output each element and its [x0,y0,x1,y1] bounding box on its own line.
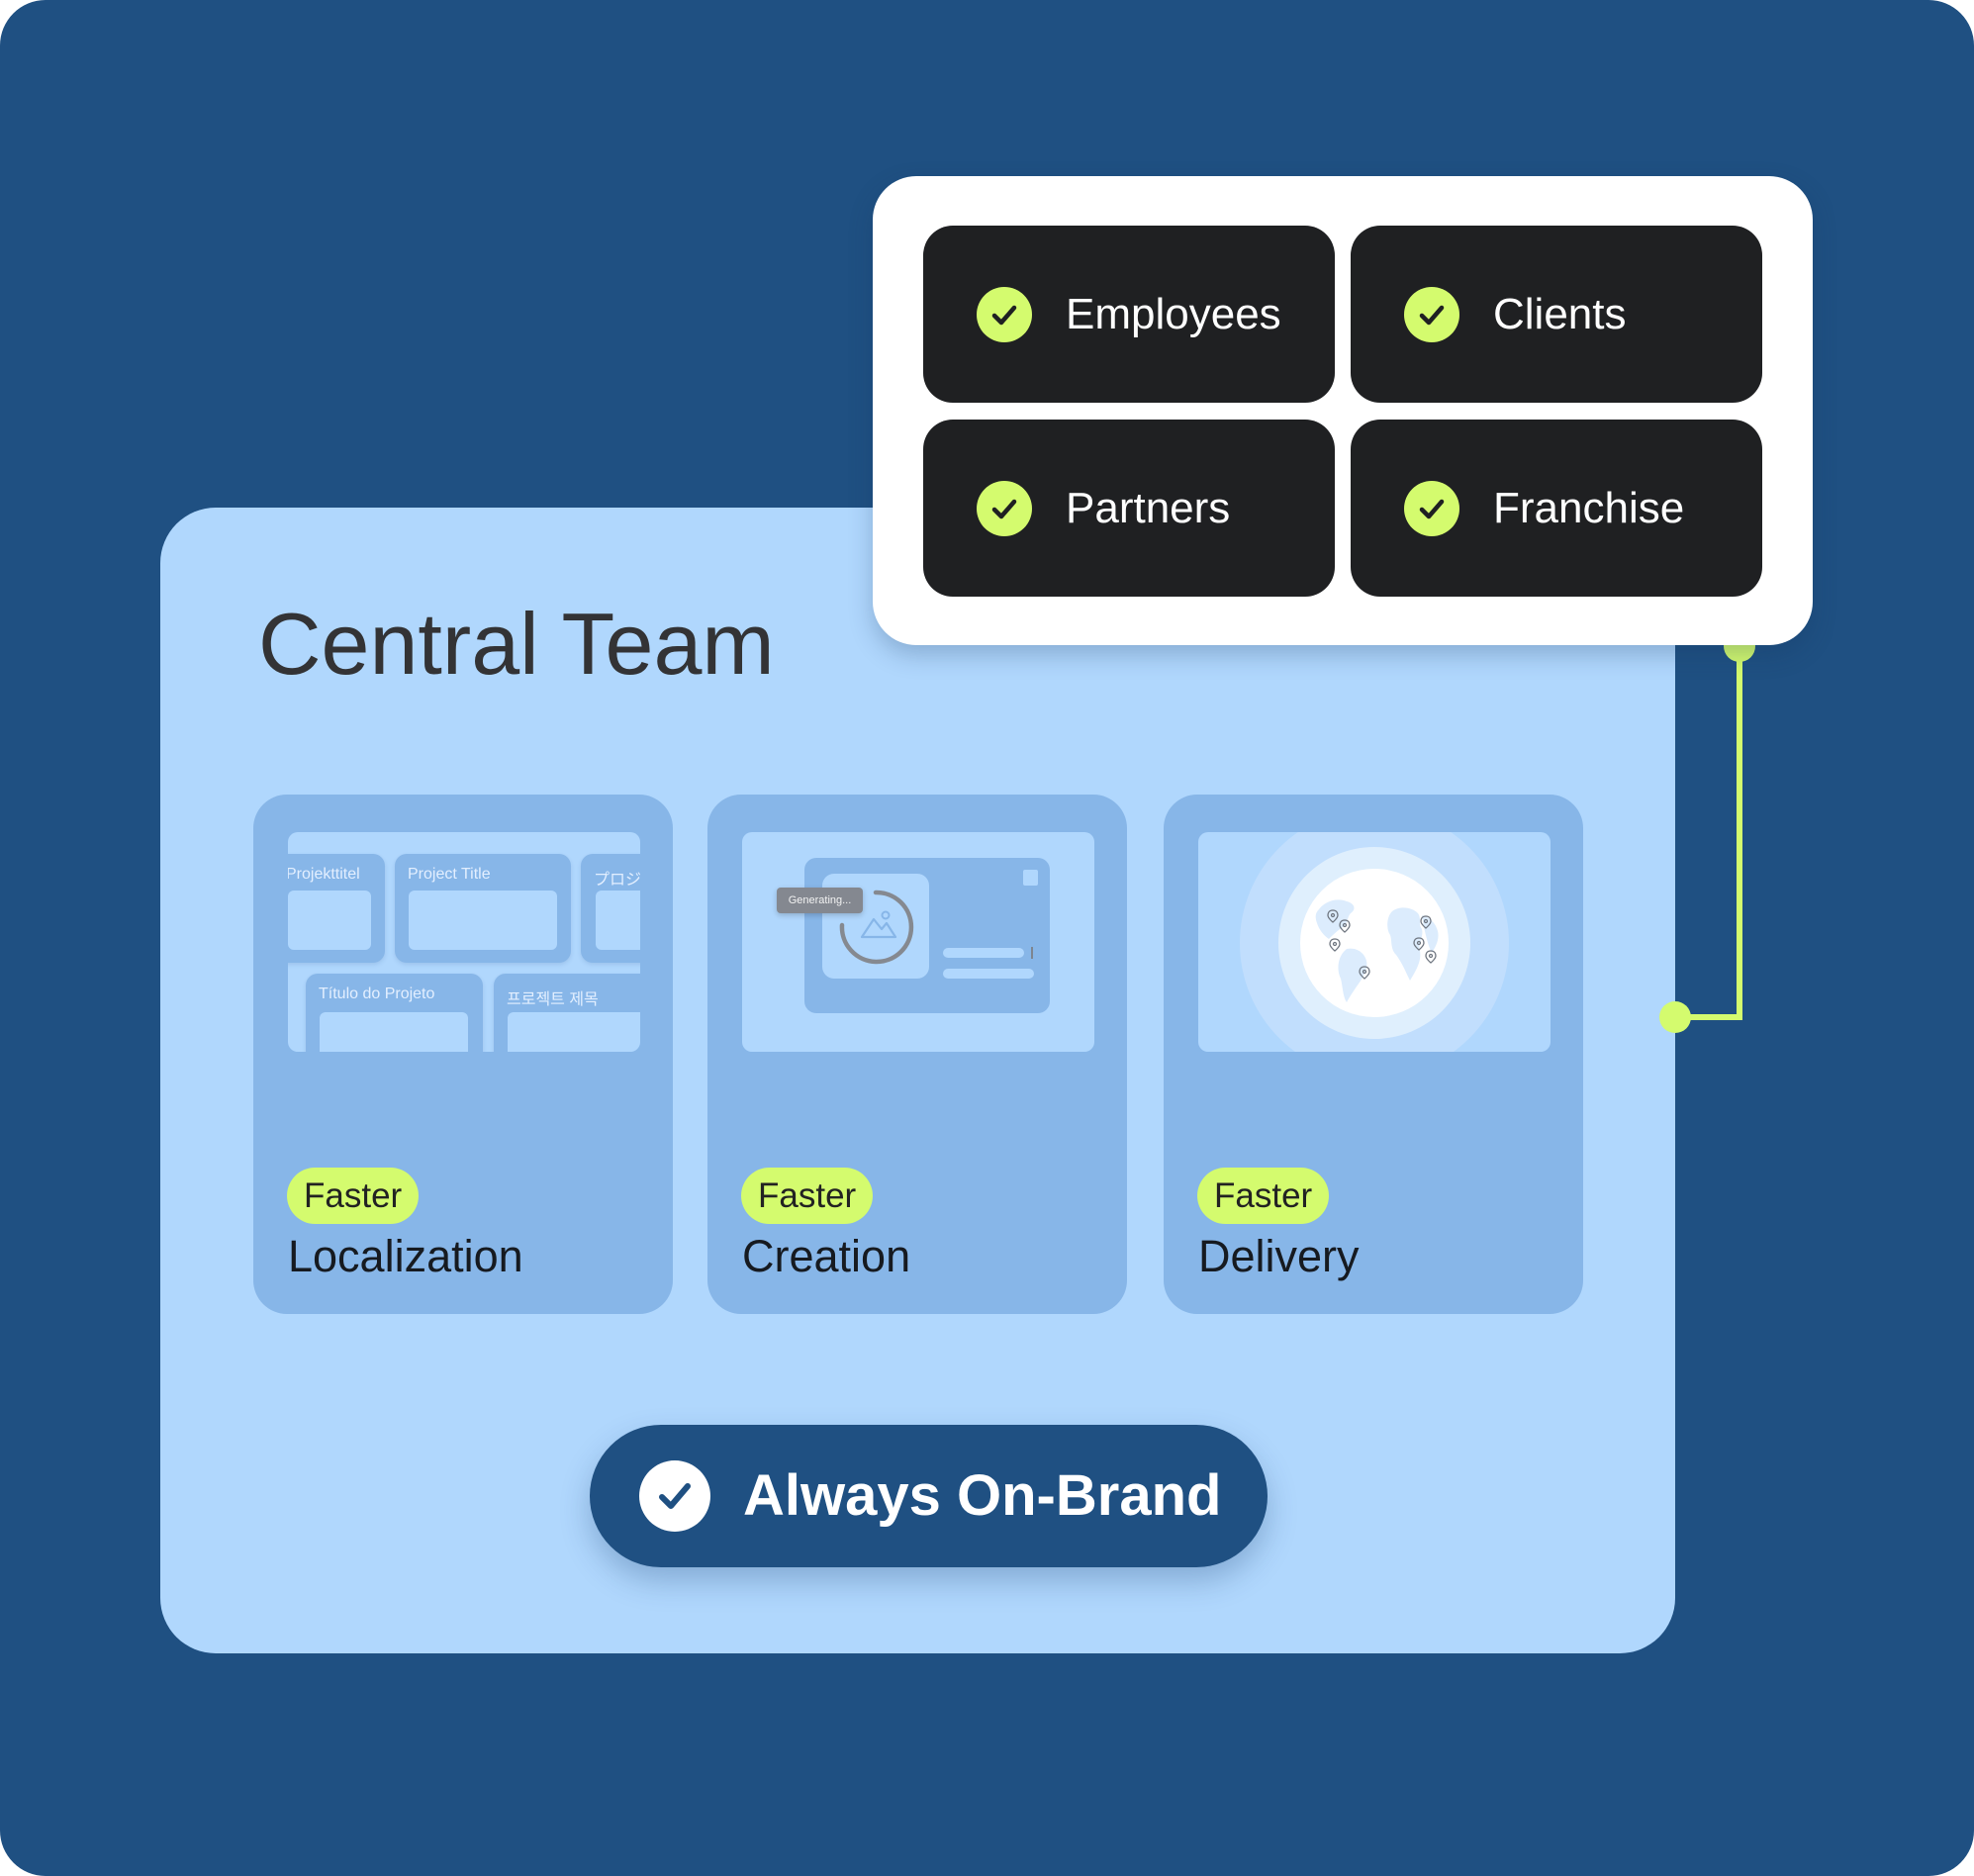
faster-badge: Faster [741,1168,874,1224]
text-line [943,948,1024,958]
always-on-brand-badge[interactable]: Always On-Brand [590,1425,1268,1567]
text-line [943,969,1034,979]
map-pin-icon [1329,938,1341,952]
localization-preview: Projekttitel Project Title プロジ Título do… [288,832,640,1052]
audience-chip-franchise[interactable]: Franchise [1351,420,1762,597]
title-card-japanese: プロジ [581,854,640,963]
map-pin-icon [1413,937,1425,951]
audience-label: Clients [1493,290,1627,338]
panel-title: Central Team [258,595,775,693]
title-input [508,1012,640,1052]
image-icon [839,890,914,965]
feature-card-creation[interactable]: Generating... Faster Creation [707,795,1127,1314]
title-input [596,891,640,950]
audience-label: Partners [1066,484,1231,532]
select-checkbox [1023,870,1038,886]
audience-popup: Employees Clients Partners Franchise [873,176,1813,645]
title-label: 프로젝트 제목 [507,991,599,1008]
audience-label: Franchise [1493,484,1685,532]
title-label: Projekttitel [288,866,360,883]
title-label: プロジ [594,872,640,889]
audience-chip-partners[interactable]: Partners [923,420,1335,597]
progress-ring [839,890,914,965]
globe-icon [1240,832,1509,1052]
title-input [409,891,557,950]
map-pin-icon [1359,966,1370,980]
title-label: Project Title [408,866,491,883]
check-circle-icon [1404,481,1459,536]
check-circle-icon [977,481,1032,536]
always-on-brand-label: Always On-Brand [743,1463,1222,1528]
generating-tooltip: Generating... [777,888,863,913]
faster-badge: Faster [1197,1168,1330,1224]
title-card-korean: 프로젝트 제목 [494,974,640,1052]
audience-chip-clients[interactable]: Clients [1351,226,1762,403]
feature-label: Creation [742,1231,911,1281]
check-circle-icon [1404,287,1459,342]
asset-card [804,858,1050,1013]
feature-card-delivery[interactable]: Faster Delivery [1164,795,1583,1314]
map-pin-icon [1425,950,1437,964]
map-pin-icon [1327,909,1339,923]
feature-label: Localization [288,1231,523,1281]
feature-card-localization[interactable]: Projekttitel Project Title プロジ Título do… [253,795,673,1314]
title-card-portuguese: Título do Projeto [306,974,483,1052]
title-input [288,891,371,950]
creation-preview: Generating... [742,832,1094,1052]
delivery-preview [1198,832,1551,1052]
map-pin-icon [1339,919,1351,933]
connector-dot-bottom [1659,1001,1691,1033]
feature-label: Delivery [1198,1231,1360,1281]
text-cursor [1031,947,1033,959]
check-circle-icon [639,1460,710,1532]
map-pin-icon [1420,915,1432,929]
audience-label: Employees [1066,290,1281,338]
title-card-german: Projekttitel [288,854,385,963]
title-card-english: Project Title [395,854,571,963]
title-label: Título do Projeto [319,985,435,1002]
audience-chip-employees[interactable]: Employees [923,226,1335,403]
title-input [320,1012,468,1052]
check-circle-icon [977,287,1032,342]
faster-badge: Faster [287,1168,420,1224]
connector-line [1659,630,1755,1033]
